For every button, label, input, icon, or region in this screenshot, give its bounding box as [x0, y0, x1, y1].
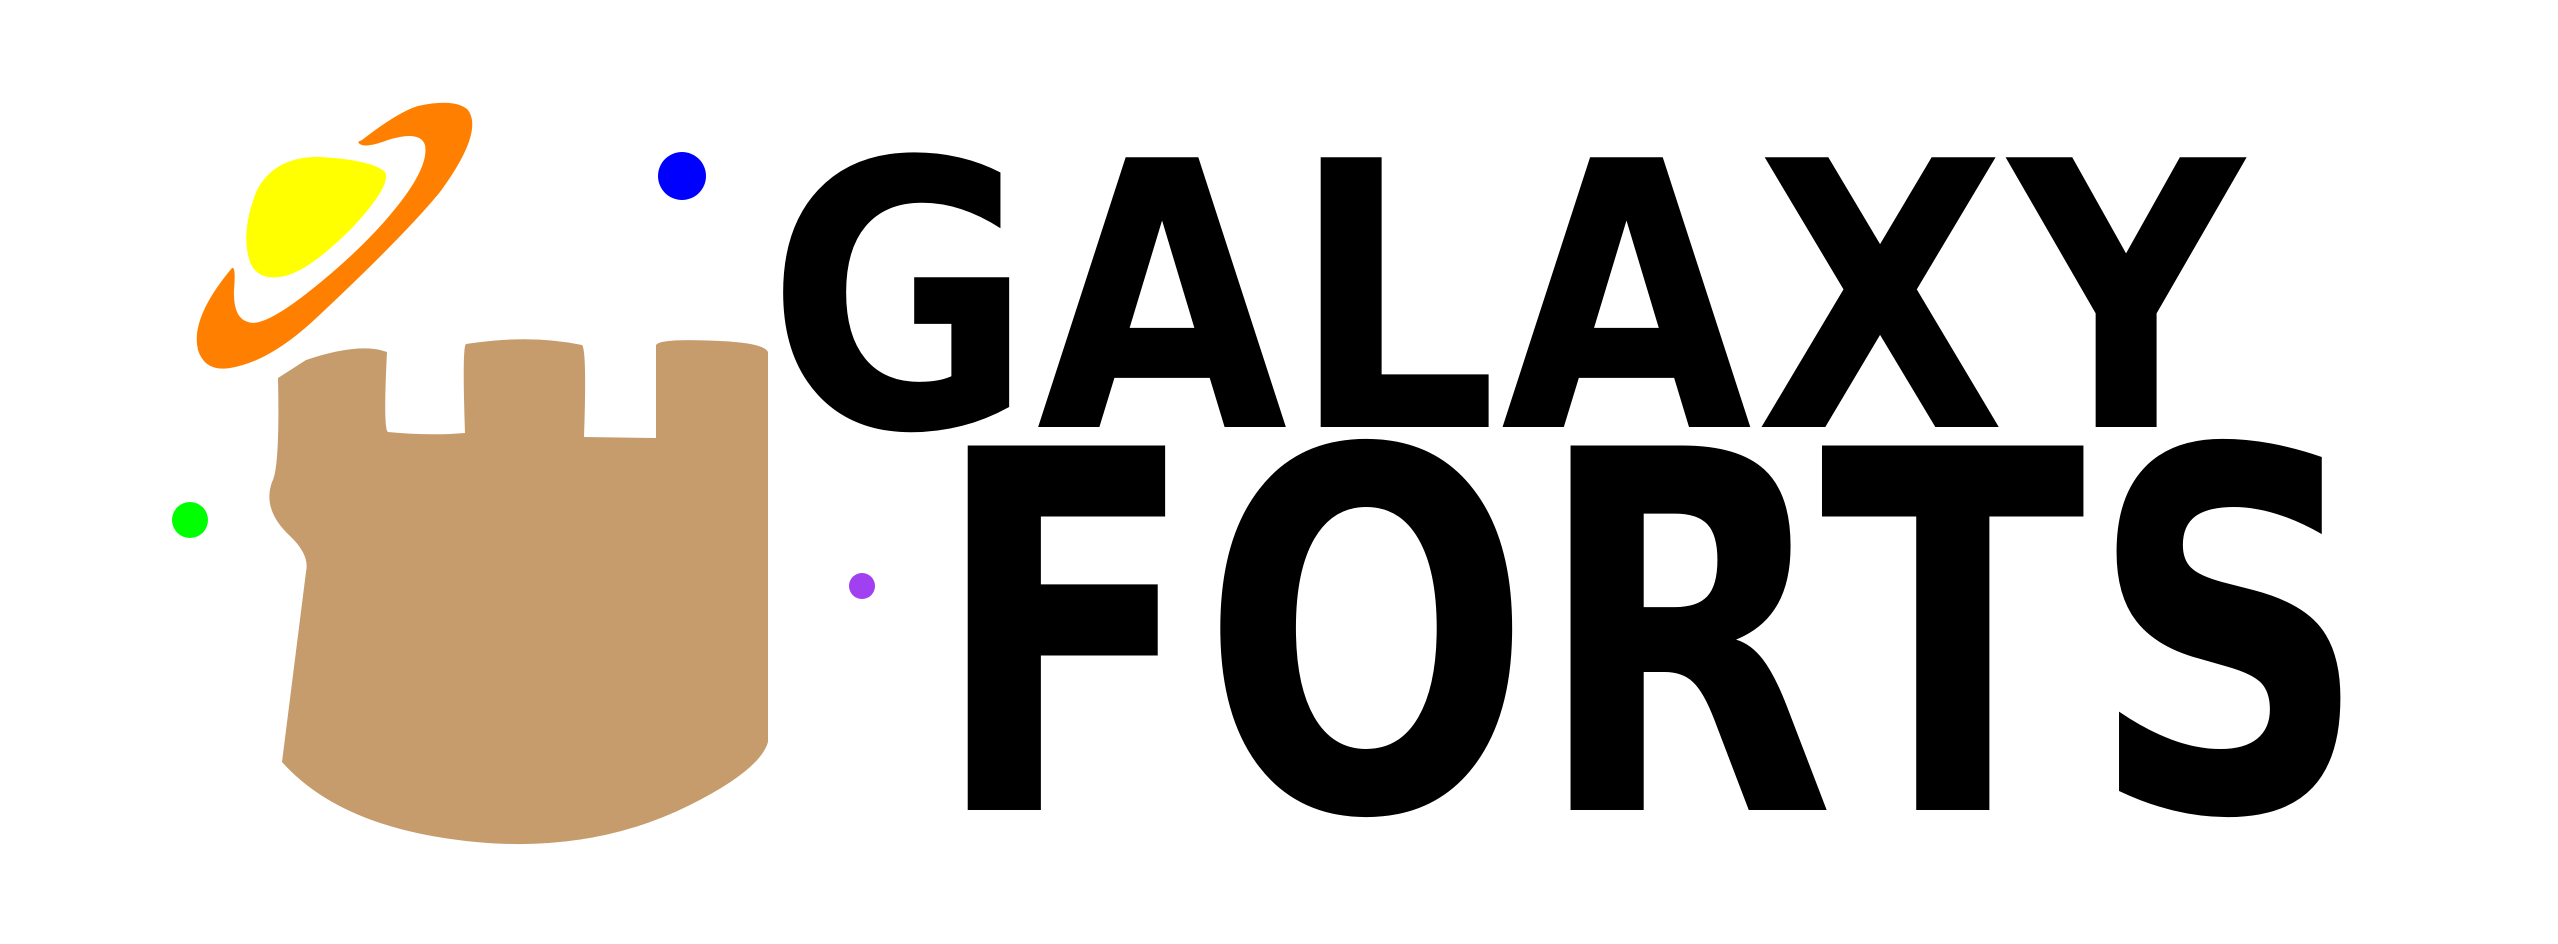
star-dot-icon [849, 573, 875, 599]
title-line-galaxy: GALAXY [767, 85, 2247, 515]
planet-icon [246, 156, 387, 278]
castle-icon [269, 339, 768, 845]
title-line-forts: FORTS [932, 346, 2372, 928]
star-dot-icon [172, 502, 208, 538]
star-dot-icon [794, 240, 842, 288]
star-dot-icon [658, 152, 706, 200]
planet-ring-icon [196, 102, 473, 369]
